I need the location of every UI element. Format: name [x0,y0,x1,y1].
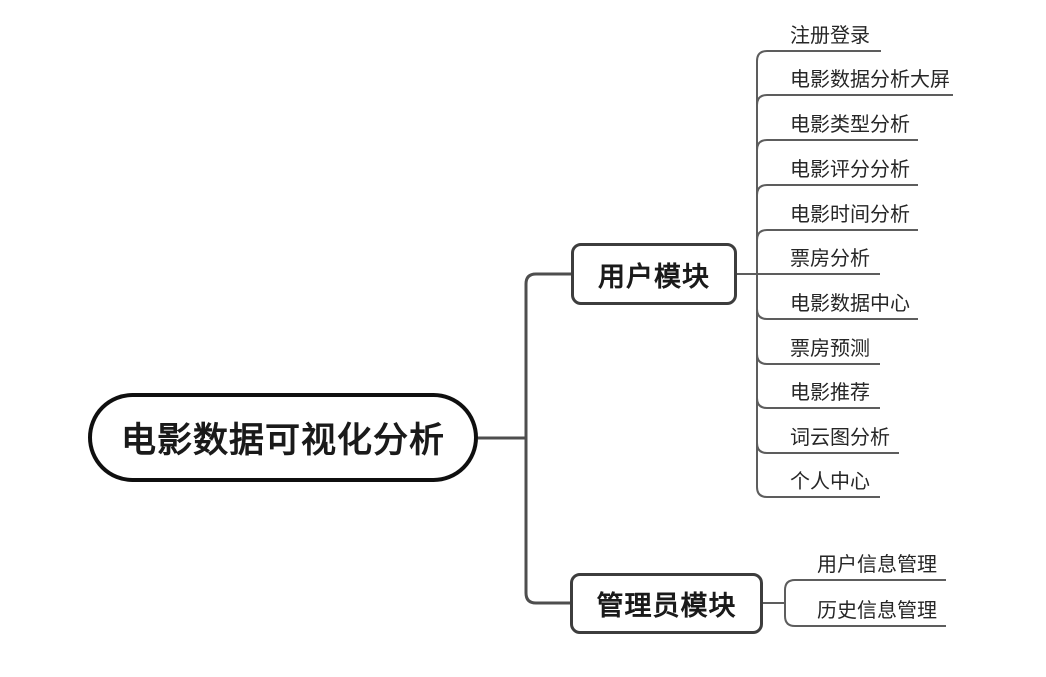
leaf-node[interactable]: 电影类型分析 [790,114,910,136]
leaf-node[interactable]: 词云图分析 [790,427,890,449]
user-leaf-lines [737,50,953,498]
main-branch-lines [478,272,571,605]
leaf-node[interactable]: 电影时间分析 [790,204,910,226]
leaf-node[interactable]: 电影推荐 [790,382,870,404]
leaf-node[interactable]: 历史信息管理 [817,600,937,622]
leaf-node[interactable]: 个人中心 [790,471,870,493]
leaf-node[interactable]: 票房分析 [790,248,870,270]
branch-node-admin-module[interactable]: 管理员模块 [570,573,763,634]
leaf-node[interactable]: 电影评分分析 [790,159,910,181]
leaf-node[interactable]: 电影数据分析大屏 [790,69,950,91]
leaf-node[interactable]: 票房预测 [790,338,870,360]
leaf-node[interactable]: 电影数据中心 [790,293,910,315]
root-node[interactable]: 电影数据可视化分析 [88,393,478,482]
admin-leaf-lines [763,579,946,627]
leaf-node[interactable]: 注册登录 [790,25,870,47]
branch-node-user-module[interactable]: 用户模块 [571,243,737,305]
leaf-node[interactable]: 用户信息管理 [817,554,937,576]
